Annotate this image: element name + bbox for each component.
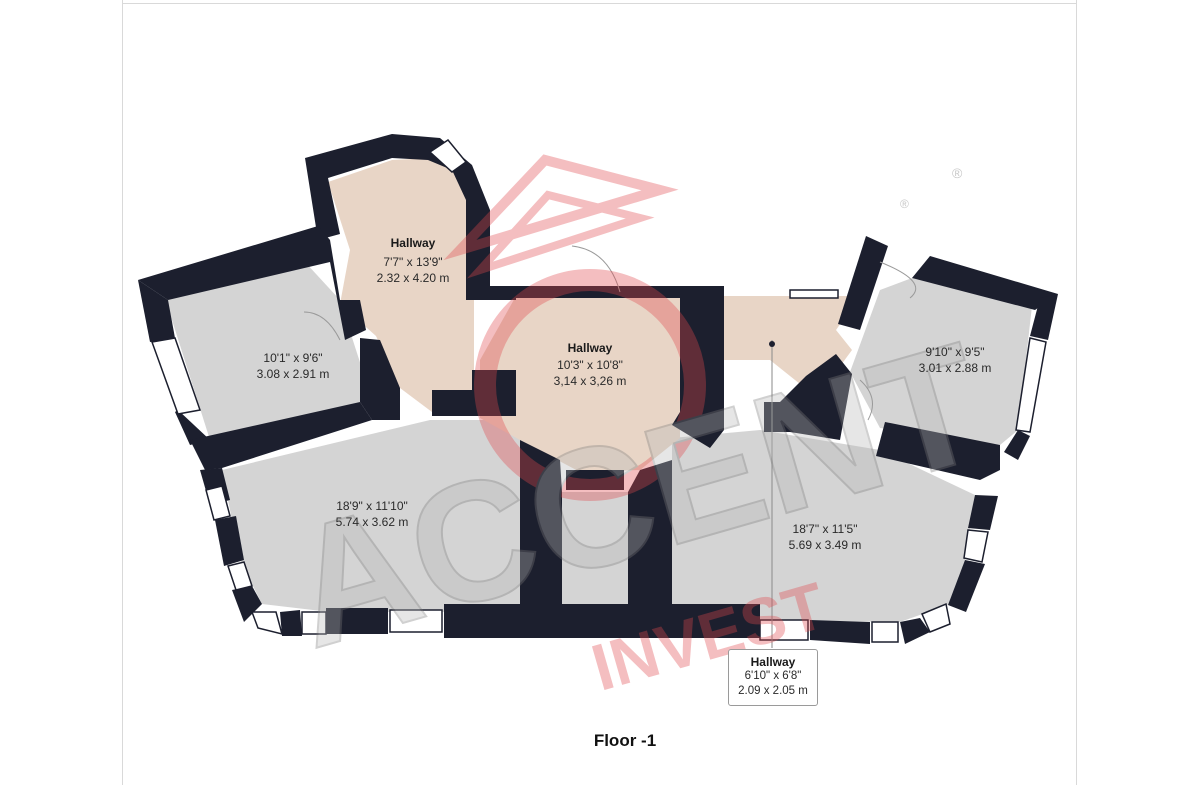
wall-bottom-3 [444, 604, 760, 638]
wall-bottom-2 [326, 608, 388, 634]
wall-top-hallway-right [466, 286, 516, 300]
hallway-top-dim-metric: 2.32 x 4.20 m [377, 271, 450, 285]
window-right-hall [789, 289, 839, 299]
wall-right-hall-pier [764, 354, 852, 440]
window-br-1 [921, 602, 951, 633]
floor-label: Floor -1 [593, 731, 657, 750]
hallway-center-dim-metric: 3,14 x 3,26 m [554, 374, 627, 388]
watermark-circle [474, 269, 706, 501]
registered-mark-1: ® [952, 165, 963, 181]
room-right-dim-metric: 3.01 x 2.88 m [919, 361, 992, 375]
wall-center-right [672, 296, 724, 448]
hallway-callout-dim-imperial: 6'10" x 6'8" [744, 670, 802, 682]
wall-left-room-left-lower [175, 410, 210, 445]
wall-center-left-bump [472, 370, 516, 416]
window-top-hallway [428, 138, 468, 173]
hallway-top-name: Hallway [391, 236, 436, 250]
wall-bottom-5 [900, 618, 930, 644]
watermark-roof-2 [466, 190, 655, 279]
door-swings [303, 245, 917, 648]
hallway-callout-dim-metric: 2.09 x 2.05 m [738, 685, 808, 697]
wall-right-room-bottom [876, 422, 1000, 480]
corridor-bottom-floor [562, 492, 628, 608]
window-bl-2 [227, 561, 253, 591]
hallway-top-floor [328, 158, 474, 412]
hallway-center-floor [480, 296, 680, 472]
room-labels: Hallway 7'7" x 13'9" 2.32 x 4.20 m Hallw… [257, 236, 992, 552]
room-right-floor [850, 278, 1032, 445]
door-swing-bottom-right [859, 379, 873, 421]
room-left-dim-imperial: 10'1" x 9'6" [263, 351, 322, 365]
window-right-room [1015, 337, 1047, 433]
wall-right-hall-diagonal [838, 236, 888, 330]
dimension-marker [769, 341, 775, 347]
wall-bl-left-3 [232, 586, 262, 622]
wall-right-room-right [1030, 294, 1058, 340]
wall-pillar-left [360, 338, 400, 420]
door-swing-left-room [303, 311, 341, 341]
room-bottom-left-floor [222, 420, 520, 612]
wall-left-room-left [138, 280, 175, 342]
room-bottom-left-dim-imperial: 18'9" x 11'10" [336, 499, 408, 513]
room-bottom-right-dim-metric: 5.69 x 3.49 m [789, 538, 862, 552]
window-left-room [150, 337, 201, 415]
hallway-callout-box: Hallway 6'10" x 6'8" 2.09 x 2.05 m [728, 649, 818, 706]
door-swing-right [879, 261, 917, 299]
window-br-2 [963, 529, 989, 563]
room-bottom-left-dim-metric: 5.74 x 3.62 m [336, 515, 409, 529]
window-bl-3 [250, 611, 284, 636]
wall-br-right-2 [968, 495, 998, 530]
hallway-callout-name: Hallway [750, 655, 796, 669]
hallway-top-dim-imperial: 7'7" x 13'9" [383, 255, 442, 269]
wall-top-hallway [305, 134, 490, 288]
walls [138, 134, 1058, 644]
wall-center-left-pier [432, 390, 472, 416]
wall-bl-left-2 [215, 516, 244, 566]
wall-bottom-4 [810, 620, 870, 644]
wall-left-room-bottom [190, 402, 372, 470]
door-swing-center [571, 245, 621, 293]
watermark-roof-1 [443, 154, 679, 261]
registered-mark-2: ® [900, 197, 909, 211]
wall-left-room-top [138, 226, 366, 340]
window-bl-1 [205, 485, 231, 521]
wall-br-right-1 [948, 560, 985, 612]
room-right-dim-imperial: 9'10" x 9'5" [925, 345, 984, 359]
window-bottom-2 [389, 609, 443, 633]
room-bottom-right-floor [672, 430, 975, 622]
wall-bottom-1 [280, 610, 302, 636]
room-floors [165, 158, 1032, 622]
frame-left-border [122, 0, 123, 785]
room-left-floor [165, 262, 365, 440]
windows [150, 138, 1047, 643]
frame-right-border [1076, 0, 1077, 785]
room-bottom-right-dim-imperial: 18'7" x 11'5" [793, 522, 858, 536]
wall-corridor-divider [566, 470, 624, 490]
hallway-center-name: Hallway [568, 341, 613, 355]
wall-corridor-right [628, 460, 672, 608]
room-left-dim-metric: 3.08 x 2.91 m [257, 367, 330, 381]
hallway-center-dim-imperial: 10'3" x 10'8" [557, 358, 623, 372]
wall-corridor-left [520, 440, 562, 608]
frame-top-border [122, 3, 1077, 4]
wall-right-room-right-lower [1004, 430, 1030, 460]
window-bottom-1 [301, 611, 327, 635]
window-bottom-4 [871, 621, 899, 643]
wall-right-room-top [912, 256, 1058, 310]
